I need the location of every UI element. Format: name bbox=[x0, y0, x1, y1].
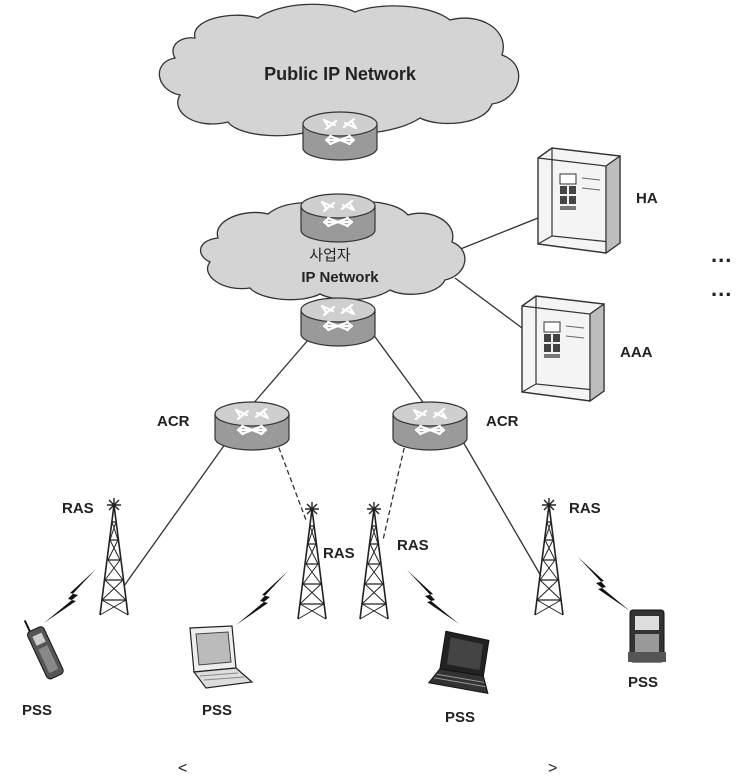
caption-left: < bbox=[178, 760, 187, 777]
link-acr-right-ras4 bbox=[461, 439, 542, 577]
aaa-server bbox=[521, 295, 605, 402]
pss-label-laptop-open: PSS bbox=[202, 702, 232, 719]
mobile-phone-icon bbox=[23, 620, 64, 680]
ras-tower-2 bbox=[297, 501, 327, 620]
ha-server bbox=[537, 147, 621, 254]
ras-label-1: RAS bbox=[62, 500, 94, 517]
acr-left-label: ACR bbox=[157, 413, 190, 430]
public-network-label: Public IP Network bbox=[264, 64, 417, 84]
operator-network-line2: IP Network bbox=[301, 269, 379, 286]
link-acr-right-ras3 bbox=[382, 439, 407, 541]
acr-right-label: ACR bbox=[486, 413, 519, 430]
link-acr-left-ras1 bbox=[123, 439, 229, 587]
wireless-bolt-4 bbox=[578, 557, 630, 611]
link-acr-left-ras2 bbox=[275, 439, 307, 521]
ras-label-4: RAS bbox=[569, 500, 601, 517]
wireless-bolt-3 bbox=[407, 570, 459, 624]
acr-right-router bbox=[391, 400, 469, 452]
wireless-bolt-1 bbox=[44, 569, 96, 623]
wireless-bolt-2 bbox=[236, 571, 288, 625]
laptop-open-icon bbox=[189, 625, 254, 689]
operator-bottom-router bbox=[299, 296, 377, 348]
ellipsis-1: ... bbox=[711, 242, 732, 267]
caption-right: > bbox=[548, 760, 557, 777]
pss-label-handheld: PSS bbox=[628, 674, 658, 691]
link-operator-aaa bbox=[454, 277, 523, 329]
dashed-links bbox=[275, 439, 407, 541]
ellipsis-2: ... bbox=[711, 276, 732, 301]
public-ip-network-cloud: Public IP Network bbox=[158, 3, 520, 137]
ha-label: HA bbox=[636, 190, 658, 207]
operator-ip-network-cloud: 사업자 IP Network bbox=[200, 201, 466, 301]
ras-tower-1 bbox=[99, 497, 129, 616]
handheld-terminal-icon bbox=[628, 609, 666, 663]
public-gateway-router bbox=[301, 110, 379, 162]
link-router-acr-left bbox=[251, 331, 316, 406]
ras-tower-3 bbox=[359, 501, 389, 620]
link-operator-ha bbox=[457, 217, 539, 251]
ras-label-3: RAS bbox=[397, 537, 429, 554]
pss-label-phone: PSS bbox=[22, 702, 52, 719]
ras-label-2: RAS bbox=[323, 545, 355, 562]
laptop-dark-icon bbox=[427, 630, 490, 694]
aaa-label: AAA bbox=[620, 344, 653, 361]
ras-tower-4 bbox=[534, 497, 564, 616]
operator-top-router bbox=[299, 192, 377, 244]
network-links bbox=[123, 217, 542, 587]
pss-label-laptop-dark: PSS bbox=[445, 709, 475, 726]
link-router-acr-right bbox=[369, 329, 426, 406]
acr-left-router bbox=[213, 400, 291, 452]
operator-network-line1: 사업자 bbox=[309, 247, 351, 264]
